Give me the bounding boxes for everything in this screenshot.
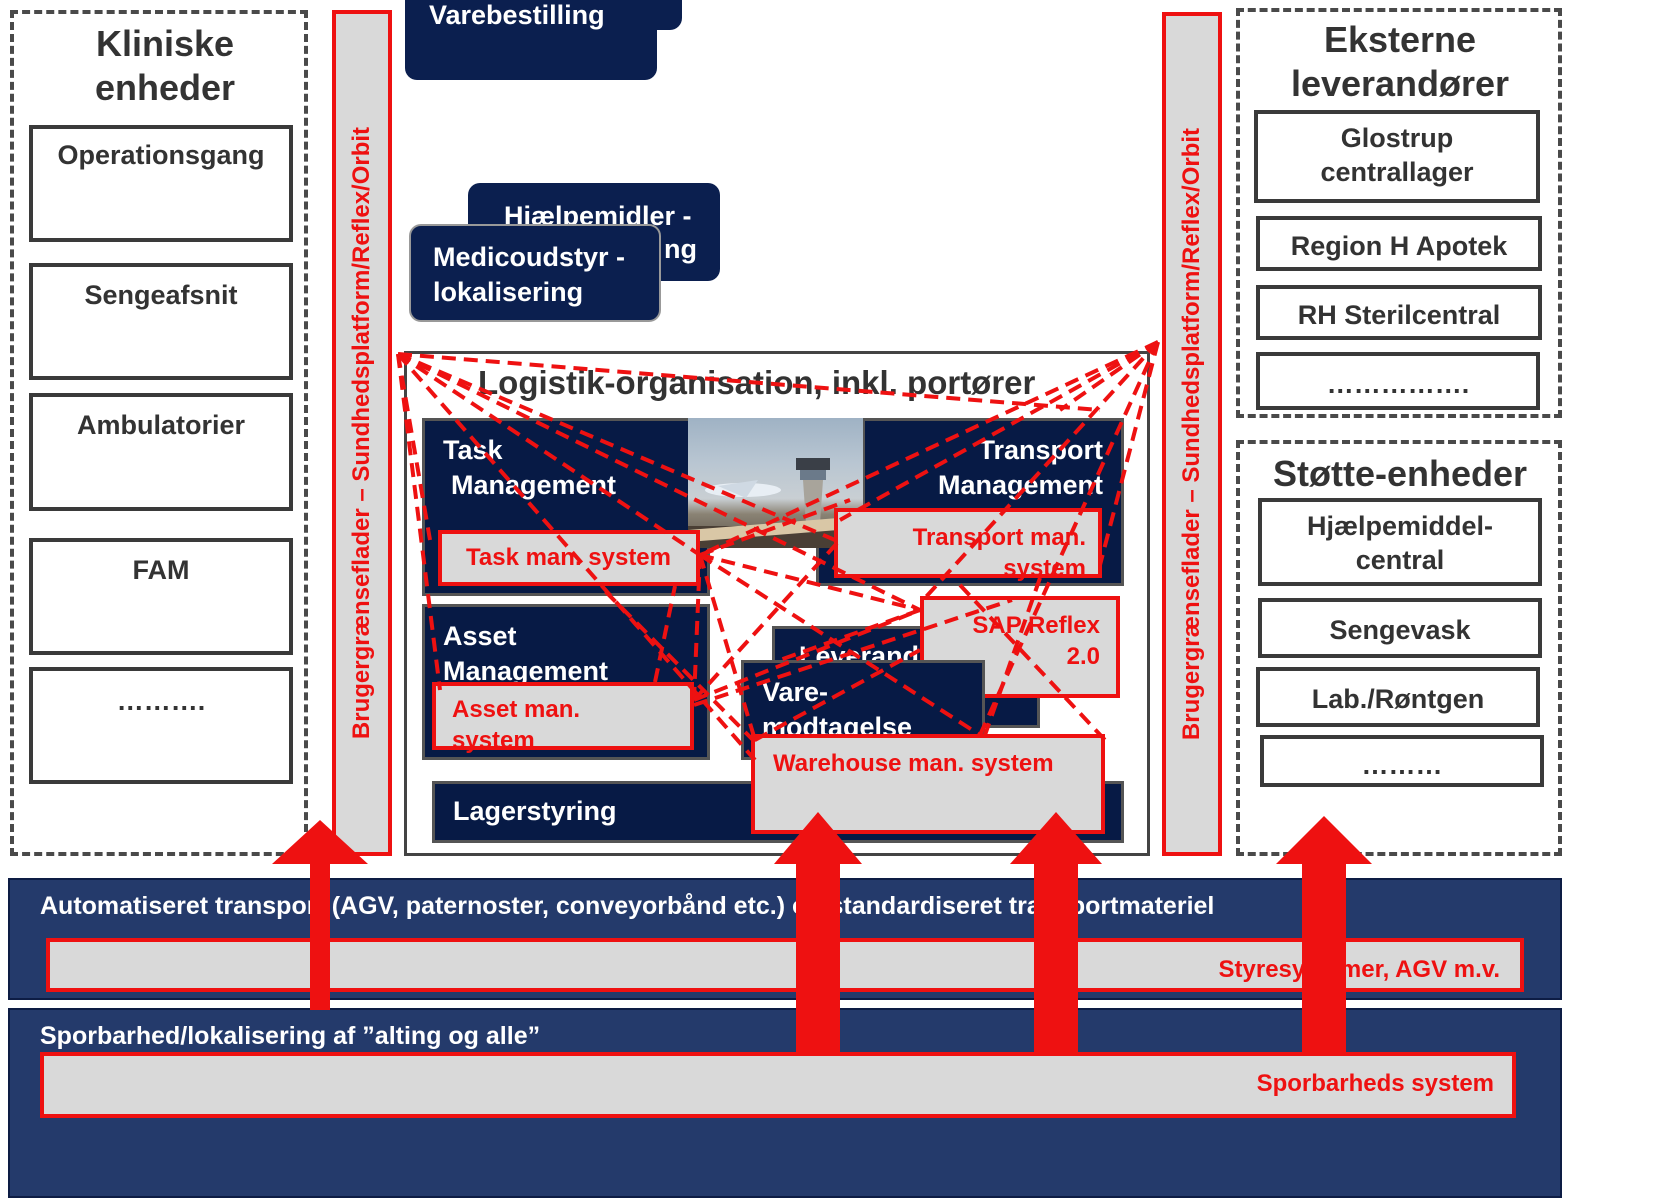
user-interface-bar-left[interactable]: Brugergrænseflader – Sundhedsplatform/Re… bbox=[332, 10, 392, 856]
task-management-system[interactable]: Task man. system bbox=[438, 530, 700, 586]
supplier-more[interactable]: ……………. bbox=[1256, 352, 1540, 410]
tracking-system[interactable]: Sporbarheds system bbox=[40, 1052, 1516, 1118]
logistics-organisation-title: Logistik-organisation, inkl. portører bbox=[478, 364, 1036, 401]
supplier-rh-sterilcentral[interactable]: RH Sterilcentral bbox=[1256, 285, 1542, 340]
support-more[interactable]: ……… bbox=[1260, 735, 1544, 787]
supplier-region-h-apotek[interactable]: Region H Apotek bbox=[1256, 216, 1542, 271]
transport-management-system-label-line1: Transport man. bbox=[912, 524, 1086, 551]
lagerstyring-label: Lagerstyring bbox=[453, 796, 617, 826]
support-units-title: Støtte-enheder bbox=[1272, 453, 1528, 494]
supplier-glostrup[interactable]: Glostrup centrallager bbox=[1254, 110, 1540, 203]
clinical-unit-more[interactable]: ………. bbox=[29, 667, 293, 784]
transport-management-label-line1: Transport bbox=[978, 435, 1103, 465]
clinical-units-title: Kliniske enheder bbox=[94, 23, 236, 108]
external-suppliers-group bbox=[1236, 8, 1562, 418]
clinical-unit-sengeafsnit[interactable]: Sengeafsnit bbox=[29, 263, 293, 380]
user-interface-bar-left-label: Brugergrænseflader – Sundhedsplatform/Re… bbox=[348, 126, 375, 740]
clinical-unit-ambulatorier[interactable]: Ambulatorier bbox=[29, 393, 293, 511]
varebestilling-label: Varebestilling bbox=[429, 0, 605, 30]
automation-control-system-label: Styresystemer, AGV m.v. bbox=[1218, 956, 1500, 983]
varemodtagelse-label-line1: Vare- bbox=[762, 677, 829, 707]
external-suppliers-title: Eksterne leverandører bbox=[1290, 19, 1510, 104]
asset-management-system[interactable]: Asset man. system bbox=[432, 682, 694, 754]
support-lab-rontgen[interactable]: Lab./Røntgen bbox=[1256, 667, 1540, 727]
transport-management-system-label-line2: system bbox=[1003, 555, 1086, 583]
transport-management-system[interactable]: Transport man. system bbox=[834, 508, 1102, 582]
hjaelpemidler-label-tail: ng bbox=[664, 234, 697, 265]
transport-management-label-line2: Management bbox=[937, 470, 1103, 501]
tracking-band-label: Sporbarhed/lokalisering af ”alting og al… bbox=[40, 1022, 541, 1050]
user-interface-bar-right-label: Brugergrænseflader – Sundhedsplatform/Re… bbox=[1178, 127, 1205, 741]
support-sengevask[interactable]: Sengevask bbox=[1258, 598, 1542, 658]
automation-band-label: Automatiseret transport (AGV, paternoste… bbox=[40, 892, 1215, 920]
automation-control-system[interactable]: Styresystemer, AGV m.v. bbox=[46, 938, 1524, 992]
clinical-unit-fam[interactable]: FAM bbox=[29, 538, 293, 655]
task-management-label-line1: Task bbox=[443, 435, 503, 465]
asset-management-label-line1: Asset bbox=[443, 621, 517, 651]
tracking-system-label: Sporbarheds system bbox=[1256, 1070, 1494, 1097]
warehouse-management-system-label: Warehouse man. system bbox=[773, 750, 1054, 777]
task-management-label-line2: Management bbox=[451, 470, 617, 501]
medicoudstyr-box[interactable]: Medicoudstyr - lokalisering bbox=[409, 224, 661, 322]
sap-reflex-label-line1: SAP Reflex bbox=[972, 612, 1100, 639]
medicoudstyr-label-line2: lokalisering bbox=[433, 277, 584, 308]
support-hjaelpemiddelcentral[interactable]: Hjælpemiddel-central bbox=[1258, 498, 1542, 586]
asset-management-system-label-line1: Asset man. bbox=[452, 696, 581, 723]
support-units-group bbox=[1236, 440, 1562, 856]
medicoudstyr-label-line1: Medicoudstyr - bbox=[433, 242, 626, 272]
asset-management-system-label-line2: system bbox=[452, 727, 535, 755]
clinical-units-group bbox=[10, 10, 308, 856]
varebestilling-box[interactable]: Varebestilling bbox=[405, 0, 657, 80]
clinical-unit-operationsgang[interactable]: Operationsgang bbox=[29, 125, 293, 242]
user-interface-bar-right[interactable]: Brugergrænseflader – Sundhedsplatform/Re… bbox=[1162, 12, 1222, 856]
task-management-system-label: Task man. system bbox=[466, 544, 671, 571]
warehouse-management-system[interactable]: Warehouse man. system bbox=[751, 734, 1105, 834]
